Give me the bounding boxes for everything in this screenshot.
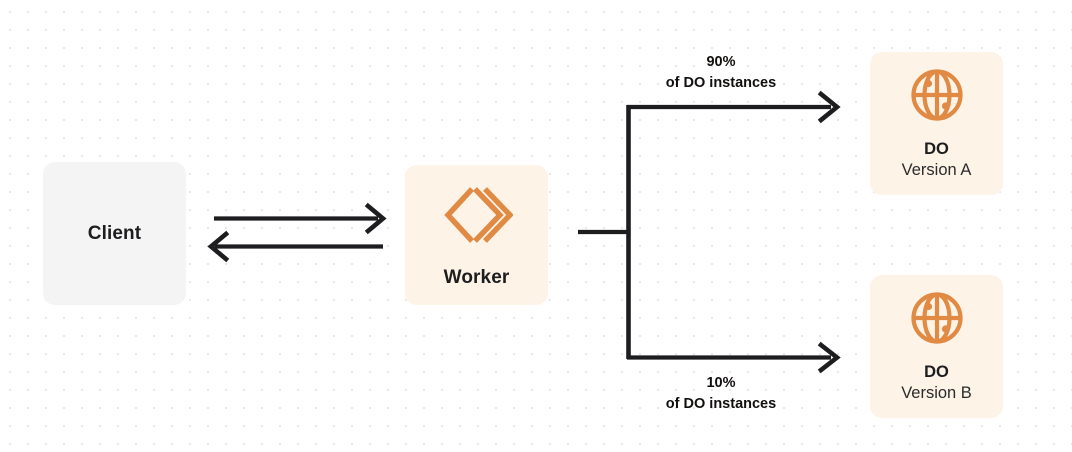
globe-icon <box>907 288 967 353</box>
edge-client-to-worker <box>214 202 387 235</box>
edge-worker-to-do-b <box>627 341 841 374</box>
node-do-b-label: DO <box>924 363 949 382</box>
edge-worker-to-client <box>207 230 383 263</box>
node-do-version-b[interactable]: DO Version B <box>870 275 1003 418</box>
node-client[interactable]: Client <box>43 162 186 305</box>
edge-label-do-b: 10% of DO instances <box>628 373 814 414</box>
node-do-version-a[interactable]: DO Version A <box>870 52 1003 195</box>
node-do-a-label: DO <box>924 140 949 159</box>
node-do-a-sublabel: Version A <box>901 161 972 180</box>
node-worker[interactable]: Worker <box>405 165 548 305</box>
edge-label-do-a-percent: 90% <box>706 54 736 70</box>
globe-icon <box>907 65 967 130</box>
node-worker-label: Worker <box>443 266 510 288</box>
node-do-b-sublabel: Version B <box>901 384 972 403</box>
edge-label-do-b-percent: 10% <box>706 375 736 391</box>
node-client-label: Client <box>87 222 142 244</box>
edge-label-do-a-caption: of DO instances <box>665 74 777 91</box>
cloudflare-workers-icon <box>441 182 514 253</box>
edge-worker-to-do-a <box>627 90 841 124</box>
edge-label-do-a: 90% of DO instances <box>628 52 814 93</box>
edge-label-do-b-caption: of DO instances <box>665 395 777 412</box>
